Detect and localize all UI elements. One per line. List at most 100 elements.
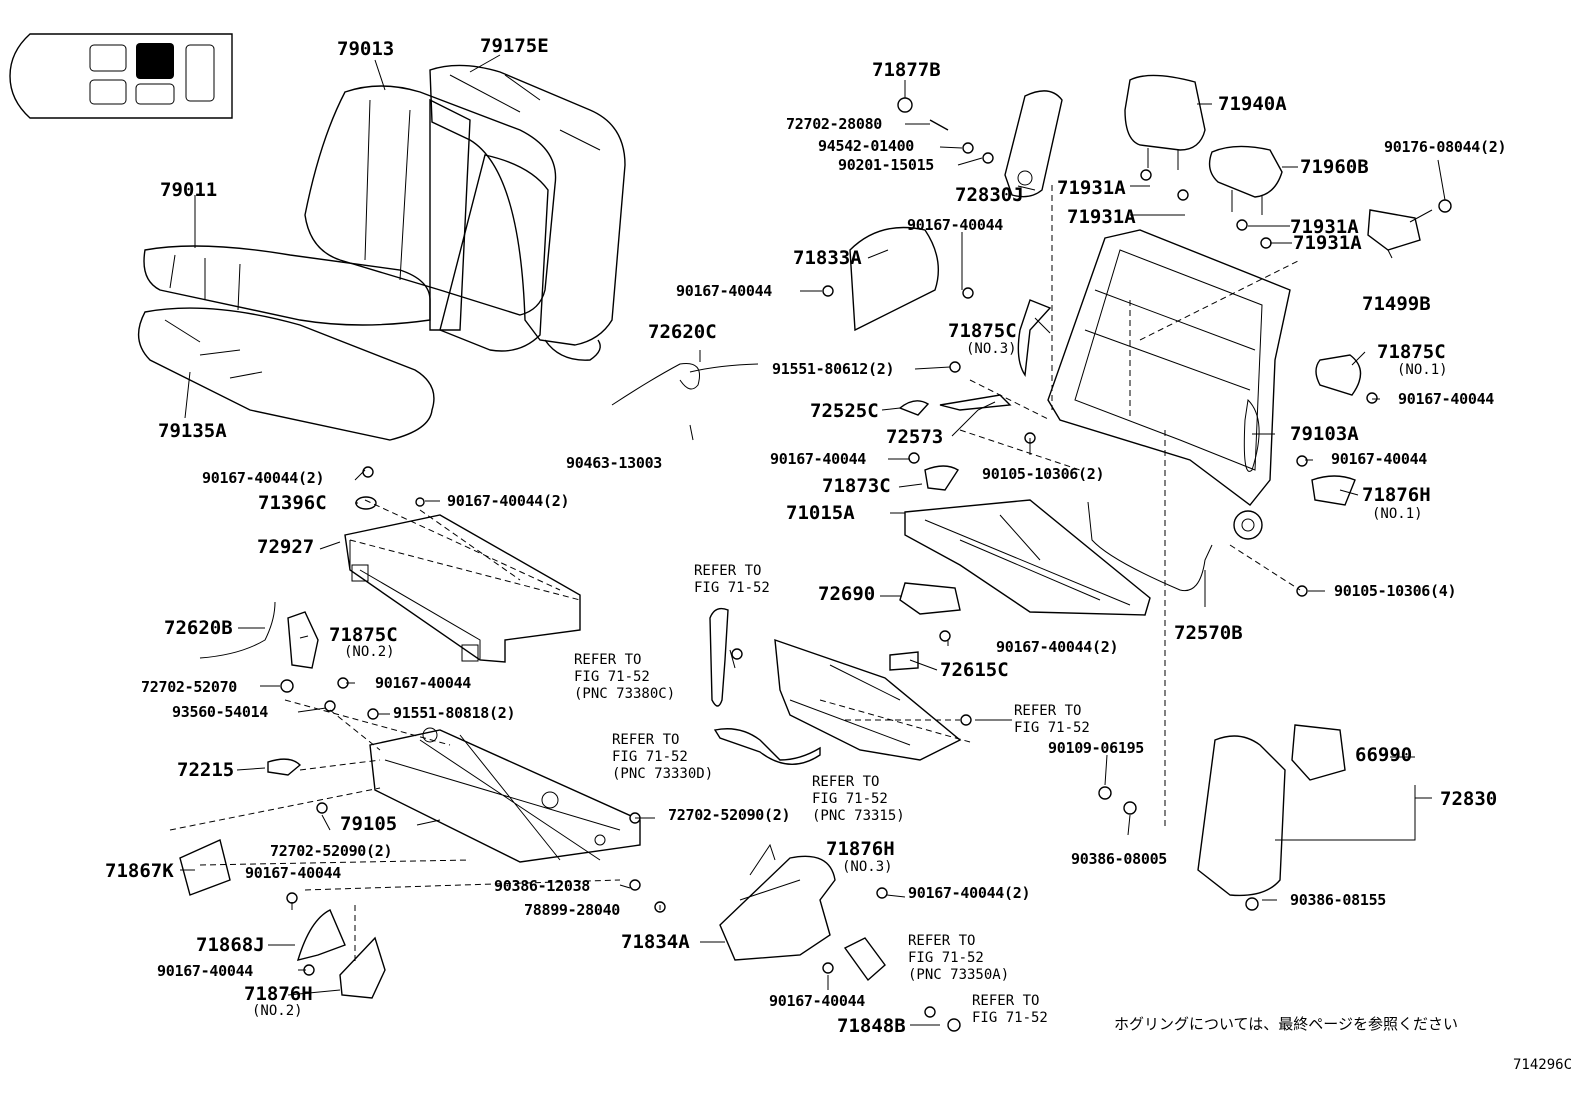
- seat-back-frame-drawing: [1047, 229, 1291, 540]
- part-71848b: 71848B: [837, 1015, 906, 1037]
- part-72620b: 72620B: [164, 617, 233, 639]
- part-90167-40044-j: 90167-40044: [245, 864, 342, 882]
- part-71931a-1: 71931A: [1057, 177, 1126, 199]
- part-90105-10306-4: 90105-10306(4): [1334, 582, 1457, 600]
- part-72702-52090-b: 72702-52090(2): [270, 842, 393, 860]
- part-72830: 72830: [1440, 788, 1498, 810]
- part-79175e: 79175E: [480, 35, 549, 57]
- part-71960b: 71960B: [1300, 156, 1369, 178]
- part-72702-52090-a: 72702-52090(2): [668, 806, 791, 824]
- part-71875c-c-no: (NO.2): [344, 644, 395, 660]
- under-seat-tray-drawing: [344, 514, 581, 663]
- part-72702-52070: 72702-52070: [141, 678, 238, 696]
- part-71940a: 71940A: [1218, 93, 1287, 115]
- part-66990: 66990: [1355, 744, 1413, 766]
- hog-ring-note: ホグリングについては、最終ページを参照ください: [1114, 1015, 1458, 1033]
- part-71876h-c-no: (NO.2): [252, 1003, 303, 1019]
- part-94542-01400: 94542-01400: [818, 137, 915, 155]
- part-79135a: 79135A: [158, 420, 227, 442]
- part-71868j: 71868J: [196, 934, 265, 956]
- part-72927: 72927: [257, 536, 315, 558]
- part-78899-28040: 78899-28040: [524, 901, 621, 919]
- part-72830j: 72830J: [955, 184, 1024, 206]
- armrest-cover-drawing: [1004, 90, 1063, 198]
- refer-note-6: REFER TO FIG 71-52 (PNC 73350A): [908, 933, 1010, 983]
- part-91551-80818: 91551-80818(2): [393, 704, 516, 722]
- part-72570b: 72570B: [1174, 622, 1243, 644]
- part-79105: 79105: [340, 813, 398, 835]
- part-71876h-b: 71876H: [826, 838, 895, 860]
- refer-note-5: REFER TO FIG 71-52 (PNC 73315): [812, 774, 905, 824]
- part-79011: 79011: [160, 179, 218, 201]
- part-90167-40044-d: 90167-40044: [770, 450, 867, 468]
- part-71834a: 71834A: [621, 931, 690, 953]
- part-90167-40044-a: 90167-40044: [907, 216, 1004, 234]
- cable-72620c: [611, 362, 759, 406]
- part-90167-40044-c: 90167-40044: [1398, 390, 1495, 408]
- part-71931a-2: 71931A: [1067, 206, 1136, 228]
- part-90386-08155: 90386-08155: [1290, 891, 1387, 909]
- part-93560-54014: 93560-54014: [172, 703, 269, 721]
- seat-back-2-drawing: [429, 64, 626, 361]
- seat-locator-icon: [9, 33, 233, 119]
- fasteners-drawing: [179, 97, 1452, 1032]
- part-90386-12038: 90386-12038: [494, 877, 591, 895]
- part-71875c-b: 71875C: [1377, 341, 1446, 363]
- armrest-drawing: [1197, 724, 1346, 897]
- refer-note-4: REFER TO FIG 71-52 (PNC 73330D): [612, 732, 714, 782]
- part-71931a-4: 71931A: [1293, 232, 1362, 254]
- part-90167-40044-l: 90167-40044: [157, 962, 254, 980]
- part-79013: 79013: [337, 38, 395, 60]
- cable-72570b: [1087, 501, 1213, 592]
- part-71873c: 71873C: [822, 475, 891, 497]
- seat-back-drawing: [304, 85, 557, 352]
- cable-72620b: [199, 601, 276, 659]
- part-90109-06195: 90109-06195: [1048, 739, 1145, 757]
- seat-track-drawing: [369, 727, 641, 863]
- part-90463-13003: 90463-13003: [566, 454, 663, 472]
- refer-note-2: REFER TO FIG 71-52 (PNC 73380C): [574, 652, 676, 702]
- part-72690: 72690: [818, 583, 876, 605]
- part-90167-40044-f: 90167-40044(2): [202, 469, 325, 487]
- part-71876h-c: 71876H: [244, 983, 313, 1005]
- part-72702-28080: 72702-28080: [786, 115, 883, 133]
- part-71499b: 71499B: [1362, 293, 1431, 315]
- part-90201-15015: 90201-15015: [838, 156, 935, 174]
- part-90167-40044-k: 90167-40044(2): [908, 884, 1031, 902]
- part-71396c: 71396C: [258, 492, 327, 514]
- part-72615c: 72615C: [940, 659, 1009, 681]
- diagram-id: 714296C: [1513, 1057, 1573, 1073]
- part-71833a: 71833A: [793, 247, 862, 269]
- part-90176-08044: 90176-08044(2): [1384, 138, 1507, 156]
- part-71876h-a-no: (NO.1): [1372, 506, 1423, 522]
- refer-note-1: REFER TO FIG 71-52: [694, 563, 770, 596]
- part-71931a-3: 71931A: [1290, 216, 1359, 238]
- refer-note-7: REFER TO FIG 71-52: [972, 993, 1048, 1026]
- part-79103a: 79103A: [1290, 423, 1359, 445]
- side-cover-drawing: [719, 843, 836, 961]
- part-90167-40044-b: 90167-40044: [676, 282, 773, 300]
- refer-note-3: REFER TO FIG 71-52: [1014, 703, 1090, 736]
- part-72215: 72215: [177, 759, 235, 781]
- part-71875c-b-no: (NO.1): [1397, 362, 1448, 378]
- leader-lines: [169, 54, 1446, 1026]
- part-90167-40044-g: 90167-40044(2): [447, 492, 570, 510]
- part-71877b: 71877B: [872, 59, 941, 81]
- storage-tray-drawing: [774, 582, 962, 761]
- part-71867k: 71867K: [105, 860, 174, 882]
- headrest-drawing: [1124, 74, 1283, 215]
- part-90105-10306-2: 90105-10306(2): [982, 465, 1105, 483]
- part-71015a: 71015A: [786, 502, 855, 524]
- part-90167-40044-m: 90167-40044: [769, 992, 866, 1010]
- part-71876h-a: 71876H: [1362, 484, 1431, 506]
- part-72525c: 72525C: [810, 400, 879, 422]
- part-72573: 72573: [886, 426, 944, 448]
- part-90167-40044-e: 90167-40044: [1331, 450, 1428, 468]
- part-90167-40044-h: 90167-40044(2): [996, 638, 1119, 656]
- part-71875c-a-no: (NO.3): [966, 341, 1017, 357]
- part-90167-40044-i: 90167-40044: [375, 674, 472, 692]
- part-71875c-c: 71875C: [329, 624, 398, 646]
- cushion-frame-drawing: [904, 499, 1151, 616]
